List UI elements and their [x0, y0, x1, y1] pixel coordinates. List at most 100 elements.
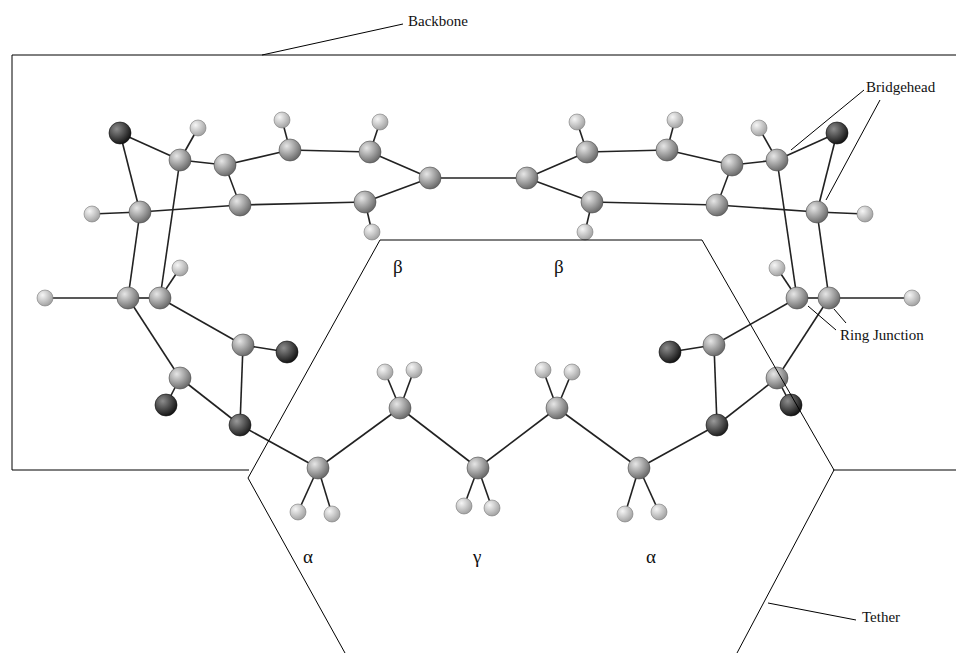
atom-ball	[406, 362, 422, 378]
atom-ball	[721, 154, 743, 176]
atom-ball	[307, 457, 329, 479]
atom-ball	[364, 224, 380, 240]
atom-ball	[274, 112, 290, 128]
leader-line	[834, 309, 846, 323]
bond	[290, 150, 370, 152]
atom-ball	[617, 506, 633, 522]
atom-ball	[484, 500, 500, 516]
atom-ball	[857, 206, 873, 222]
bond	[400, 408, 478, 468]
atom-ball	[377, 364, 393, 380]
position-letter: α	[303, 546, 313, 567]
bond	[478, 408, 557, 468]
atom-ball	[516, 167, 538, 189]
position-letter: β	[554, 256, 564, 277]
bond	[318, 408, 400, 468]
atom-ball	[780, 394, 802, 416]
outline-path	[12, 55, 956, 470]
atom-ball	[651, 504, 667, 520]
bond	[557, 408, 639, 468]
position-letter: α	[646, 546, 656, 567]
atom-ball	[456, 498, 472, 514]
atom-ball	[581, 191, 603, 213]
bond	[592, 202, 717, 205]
bond	[829, 297, 912, 299]
atom-ball	[535, 362, 551, 378]
bond	[45, 297, 128, 299]
atom-ball	[806, 201, 828, 223]
atom-ball	[751, 120, 767, 136]
bond	[160, 298, 243, 345]
bond	[140, 205, 240, 212]
bond	[777, 298, 829, 378]
atom-ball	[569, 114, 585, 130]
atom-ball	[117, 287, 139, 309]
atom-ball	[190, 120, 206, 136]
leader-line	[262, 24, 403, 55]
atom-ball	[667, 112, 683, 128]
bond	[430, 177, 527, 179]
backbone-region: Backbone	[12, 55, 957, 470]
bond	[120, 133, 140, 212]
atom-ball	[169, 367, 191, 389]
label-holder: α	[303, 546, 313, 568]
bond	[717, 205, 817, 212]
atom-ball	[769, 260, 785, 276]
text-holder: Backbone	[408, 12, 468, 30]
atom-ball	[904, 290, 920, 306]
bond	[817, 212, 829, 298]
leader-line	[808, 306, 836, 330]
region-outline	[12, 55, 957, 470]
part-label: Ring Junction	[840, 327, 924, 343]
atom-ball	[577, 224, 593, 240]
bond	[714, 345, 717, 425]
atom-ball	[659, 341, 681, 363]
bond	[240, 425, 318, 468]
atom-ball	[467, 457, 489, 479]
atom-ball	[279, 139, 301, 161]
text-holder: Tether	[862, 608, 900, 626]
atom-ball	[84, 206, 100, 222]
bond	[817, 133, 837, 212]
atom-ball	[169, 149, 191, 171]
atom-ball	[354, 191, 376, 213]
region-label: Tether	[862, 609, 900, 625]
bond	[128, 298, 180, 378]
bond	[717, 378, 777, 425]
bond	[180, 378, 240, 425]
bond	[639, 425, 717, 468]
atom-ball	[129, 201, 151, 223]
atom-ball	[37, 290, 53, 306]
atom-ball	[389, 397, 411, 419]
atom-ball	[826, 122, 848, 144]
atom-ball	[419, 167, 441, 189]
bond	[587, 150, 667, 152]
atom-ball	[232, 334, 254, 356]
atom-ball	[276, 341, 298, 363]
label-holder: β	[554, 256, 564, 278]
tether-region: Tether	[248, 240, 834, 653]
leader-line	[768, 603, 856, 620]
atom-group	[37, 112, 920, 522]
atom-ball	[564, 364, 580, 380]
atom-ball	[324, 506, 340, 522]
position-letter: γ	[473, 546, 481, 567]
bond	[240, 345, 243, 425]
atom-ball	[359, 141, 381, 163]
atom-ball	[229, 414, 251, 436]
atom-ball	[818, 287, 840, 309]
leader-line	[826, 100, 880, 200]
label-holder: α	[646, 546, 656, 568]
atom-ball	[149, 287, 171, 309]
bond	[777, 160, 797, 298]
label-holder: Ring Junction	[840, 326, 924, 344]
label-holder: Bridgehead	[866, 78, 935, 96]
atom-ball	[706, 194, 728, 216]
region-label: Backbone	[408, 13, 468, 29]
atom-ball	[628, 457, 650, 479]
atom-ball	[372, 114, 388, 130]
label-holder: β	[393, 256, 403, 278]
atom-ball	[109, 122, 131, 144]
atom-ball	[766, 149, 788, 171]
atom-ball	[706, 414, 728, 436]
